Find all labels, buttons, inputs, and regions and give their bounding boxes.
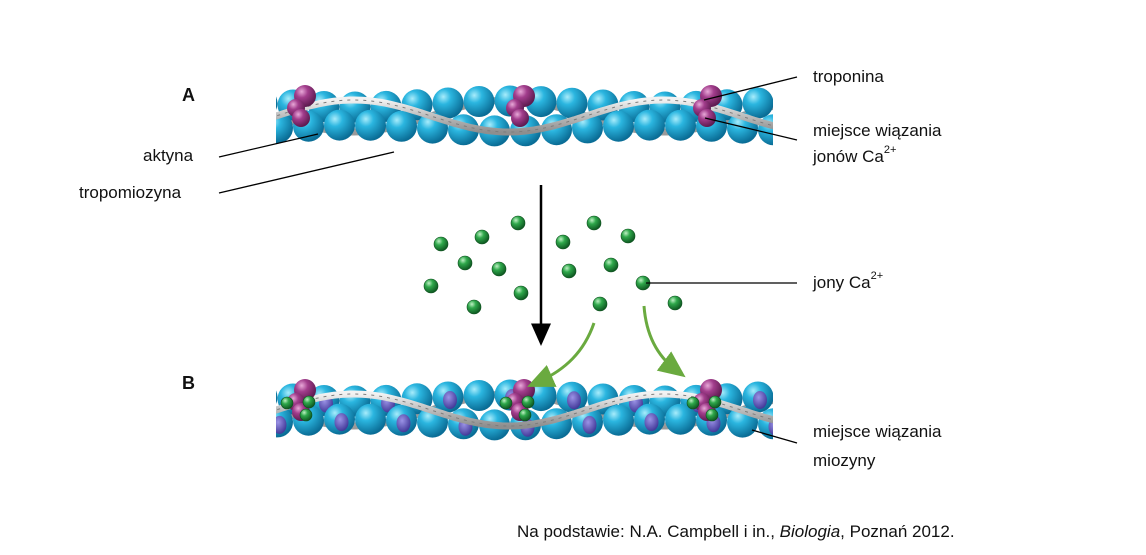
label-jony-ca: jony Ca2+ bbox=[813, 270, 884, 292]
panel-label-b: B bbox=[182, 373, 195, 393]
myosin-binding-site bbox=[753, 391, 767, 409]
calcium-ion bbox=[592, 296, 608, 312]
calcium-ion bbox=[555, 234, 571, 250]
troponin-complex bbox=[287, 85, 316, 127]
actin-monomer bbox=[665, 403, 696, 435]
calcium-ion bbox=[513, 285, 529, 301]
troponin-complex bbox=[280, 379, 316, 422]
calcium-binding-arrow-right bbox=[642, 305, 686, 378]
troponin-complex bbox=[506, 85, 535, 127]
label-troponina: troponina bbox=[813, 67, 884, 86]
actin-monomer bbox=[324, 109, 355, 141]
actin-monomer bbox=[463, 380, 495, 411]
actin-monomer bbox=[276, 96, 278, 110]
actin-monomer bbox=[386, 110, 417, 142]
myosin-binding-site bbox=[257, 391, 271, 409]
actin-monomer bbox=[432, 87, 464, 119]
charge-superscript: 2+ bbox=[870, 270, 884, 283]
actin-monomer bbox=[556, 87, 588, 119]
actin-monomer bbox=[758, 114, 773, 146]
label-miejsce-wiazania-miozyny-line2: miozyny bbox=[813, 451, 876, 470]
leader-miejsce-miozyny bbox=[751, 429, 798, 444]
charge-superscript: 2+ bbox=[883, 144, 897, 157]
myosin-binding-site bbox=[567, 391, 581, 410]
actin-monomer bbox=[355, 109, 386, 141]
calcium-ion bbox=[433, 236, 449, 252]
calcium-binding-arrow-left bbox=[527, 322, 596, 387]
bound-calcium-ion bbox=[708, 395, 722, 409]
actin-monomer bbox=[463, 86, 495, 117]
thin-filament-a bbox=[276, 85, 805, 147]
calcium-ion bbox=[667, 295, 683, 311]
bound-calcium-ion bbox=[302, 395, 316, 409]
actin-monomer bbox=[742, 87, 773, 119]
actin-monomer bbox=[276, 112, 293, 144]
leader-aktyna bbox=[218, 133, 319, 158]
myosin-binding-site bbox=[276, 415, 287, 434]
actin-monomer bbox=[774, 86, 805, 117]
bound-calcium-ion bbox=[280, 396, 294, 410]
calcium-ion bbox=[423, 278, 439, 294]
myosin-binding-site bbox=[582, 415, 597, 434]
thin-filament-b bbox=[257, 379, 805, 441]
troponin-complex bbox=[686, 379, 722, 422]
leader-miejsce-ca bbox=[704, 117, 798, 141]
leader-troponina bbox=[703, 76, 798, 101]
calcium-ion bbox=[603, 257, 619, 273]
actin-monomer bbox=[758, 408, 773, 440]
label-miejsce-wiazania-ca-line1: miejsce wiązania bbox=[813, 121, 942, 140]
panel-label-a: A bbox=[182, 85, 195, 105]
calcium-ion bbox=[561, 263, 577, 279]
actin-monomer bbox=[603, 110, 634, 142]
calcium-ion bbox=[510, 215, 526, 231]
calcium-ion bbox=[491, 261, 507, 277]
myosin-binding-site bbox=[644, 413, 659, 432]
bound-calcium-ion bbox=[686, 396, 700, 410]
bound-calcium-ion bbox=[499, 396, 513, 410]
myosin-binding-site bbox=[396, 414, 411, 433]
myosin-binding-site bbox=[334, 413, 349, 432]
calcium-ions-cluster bbox=[423, 215, 683, 315]
bound-calcium-ion bbox=[518, 408, 532, 422]
label-miejsce-wiazania-ca-line2: jonów Ca2+ bbox=[813, 144, 897, 166]
actin-monomer bbox=[634, 109, 665, 141]
myosin-binding-site bbox=[443, 391, 457, 409]
calcium-ion bbox=[457, 255, 473, 271]
troponin-complex bbox=[499, 379, 535, 422]
calcium-ion bbox=[474, 229, 490, 245]
actin-monomer bbox=[355, 403, 386, 435]
label-aktyna: aktyna bbox=[143, 146, 194, 165]
label-miejsce-wiazania-miozyny-line1: miejsce wiązania bbox=[813, 422, 942, 441]
actin-monomer bbox=[774, 380, 805, 411]
calcium-ion bbox=[586, 215, 602, 231]
troponin-complex bbox=[693, 85, 722, 127]
bound-calcium-ion bbox=[521, 395, 535, 409]
calcium-ion bbox=[466, 299, 482, 315]
calcium-ion bbox=[620, 228, 636, 244]
bound-calcium-ion bbox=[299, 408, 313, 422]
actin-monomer bbox=[603, 404, 634, 436]
bound-calcium-ion bbox=[705, 408, 719, 422]
leader-tropomiozyna bbox=[218, 151, 395, 194]
label-tropomiozyna: tropomiozyna bbox=[79, 183, 182, 202]
actin-monomer bbox=[276, 390, 278, 404]
actin-monomer bbox=[665, 109, 696, 141]
source-citation: Na podstawie: N.A. Campbell i in., Biolo… bbox=[517, 522, 955, 541]
